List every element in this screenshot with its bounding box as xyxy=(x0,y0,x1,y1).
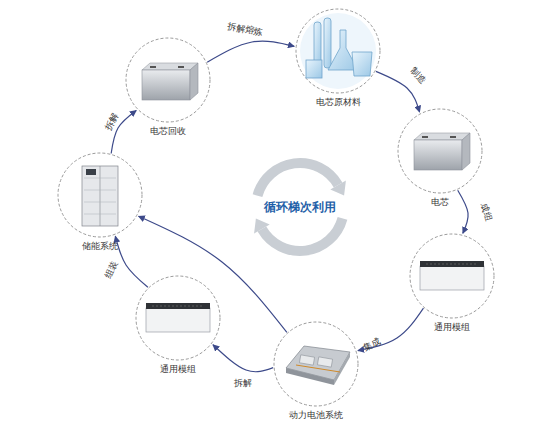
process-label: 集成 xyxy=(362,336,383,354)
stage-label: 电芯原材料 xyxy=(288,97,388,108)
circle-outline xyxy=(288,8,388,94)
process-label: 拆解 xyxy=(234,378,252,389)
stage-label: 通用模组 xyxy=(128,364,228,375)
stage-circle: 电芯回收 xyxy=(118,37,218,137)
stage-label: 电芯回收 xyxy=(118,126,218,137)
circle-outline xyxy=(390,108,490,194)
stage-label: 储能系统 xyxy=(50,241,150,252)
dashed-circle xyxy=(274,322,358,406)
stage-circle: 动力电池系统 xyxy=(266,321,366,421)
cycle-title: 循环梯次利用 xyxy=(264,199,336,216)
stage-circle: 通用模组 xyxy=(402,233,502,333)
dashed-circle xyxy=(136,276,220,360)
process-label: 拆解 xyxy=(103,111,122,132)
stage-circle: 储能系统 xyxy=(50,152,150,252)
cycle-arrowhead xyxy=(254,219,270,234)
process-label: 成组 xyxy=(478,202,493,222)
battery-module-illustration xyxy=(420,261,484,290)
cycle-arrow xyxy=(258,163,339,196)
flow-arrow xyxy=(207,41,294,62)
stage-label: 通用模组 xyxy=(402,322,502,333)
circle-outline xyxy=(402,233,502,319)
dashed-circle xyxy=(126,38,210,122)
stage-label: 动力电池系统 xyxy=(266,410,366,421)
dashed-circle xyxy=(410,234,494,318)
flow-arrow xyxy=(115,236,148,287)
process-label: 制造 xyxy=(408,66,429,87)
dashed-circle xyxy=(398,109,482,193)
circle-outline xyxy=(128,275,228,361)
dashed-circle xyxy=(296,9,380,93)
process-label: 拆解熔炼 xyxy=(226,21,263,38)
stage-label: 电芯 xyxy=(390,197,490,208)
cycle-arrow xyxy=(262,218,343,251)
cycle-arrowhead xyxy=(330,181,346,196)
circle-outline xyxy=(266,321,366,407)
battery-cell-illustration xyxy=(142,63,198,100)
flow-arrow xyxy=(213,345,273,372)
flow-arrow xyxy=(458,190,468,233)
battery-cell-illustration xyxy=(414,133,470,170)
stage-circle: 电芯原材料 xyxy=(288,8,388,108)
glassware-illustration xyxy=(300,13,376,89)
storage-cabinet-illustration xyxy=(82,166,118,226)
battery-pack-illustration xyxy=(286,346,350,385)
stage-circle: 电芯 xyxy=(390,108,490,208)
circle-outline xyxy=(50,152,150,238)
battery-module-illustration xyxy=(146,303,210,332)
circle-outline xyxy=(118,37,218,123)
dashed-circle xyxy=(58,153,142,237)
stage-circle: 通用模组 xyxy=(128,275,228,375)
process-label: 组装 xyxy=(103,260,121,281)
